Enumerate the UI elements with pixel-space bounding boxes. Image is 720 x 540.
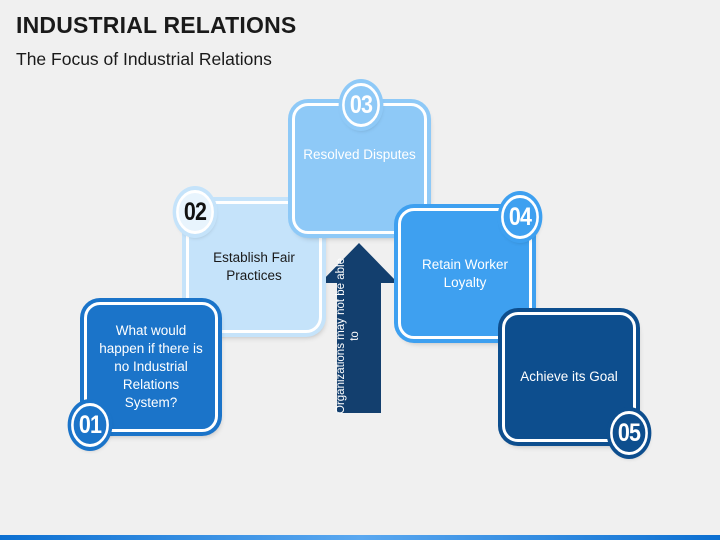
arrow-label: Organizations may not be able to — [335, 258, 361, 414]
step-badge-01: 01 — [71, 403, 109, 447]
page-title: INDUSTRIAL RELATIONS — [16, 12, 297, 38]
step-number-05: 05 — [617, 418, 641, 447]
step-number-02: 02 — [183, 197, 207, 226]
step-badge-03: 03 — [342, 83, 380, 127]
step-text-04: Retain Worker Loyalty — [421, 256, 509, 290]
page-subtitle: The Focus of Industrial Relations — [16, 49, 272, 69]
step-box-01: What would happen if there is no Industr… — [84, 302, 218, 432]
step-badge-02: 02 — [176, 190, 214, 234]
step-text-03: Resolved Disputes — [303, 147, 416, 162]
step-badge-05: 05 — [610, 411, 648, 455]
step-badge-04: 04 — [501, 195, 539, 239]
step-text-01: What would happen if there is no Industr… — [99, 323, 203, 410]
step-text-05: Achieve its Goal — [520, 369, 618, 384]
step-number-03: 03 — [349, 90, 373, 119]
step-text-02: Establish Fair Practices — [213, 250, 295, 283]
step-number-04: 04 — [508, 202, 532, 231]
bottom-accent-bar — [0, 535, 720, 540]
step-number-01: 01 — [78, 410, 102, 439]
